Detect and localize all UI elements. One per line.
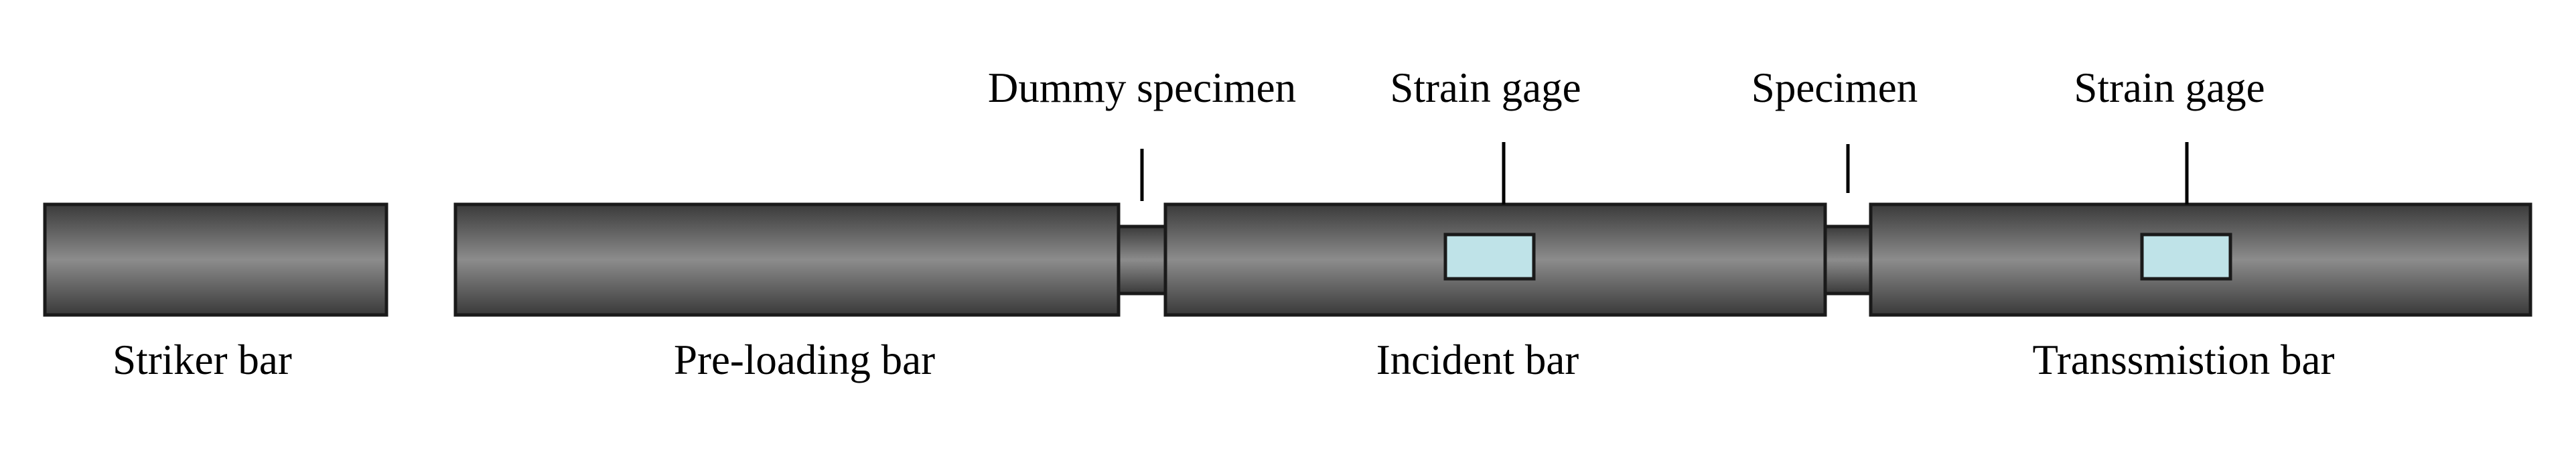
dummy-specimen-block: [1117, 224, 1167, 296]
specimen-block: [1823, 224, 1873, 296]
incident-bar-label: Incident bar: [1376, 336, 1579, 383]
dummy-specimen-label: Dummy specimen: [988, 64, 1296, 111]
preloading-bar-label: Pre-loading bar: [674, 336, 935, 383]
strain-gage-incident-label: Strain gage: [1390, 64, 1581, 111]
strain-gage-transmission-label: Strain gage: [2074, 64, 2265, 111]
striker-bar: [43, 202, 388, 317]
striker-bar-label: Striker bar: [113, 336, 292, 383]
preloading-bar: [453, 202, 1121, 317]
transmission-bar-label: Transsmistion bar: [2033, 336, 2335, 383]
strain-gage-transmission-patch: [2140, 233, 2232, 281]
specimen-label: Specimen: [1751, 64, 1918, 111]
strain-gage-incident-patch: [1443, 233, 1536, 281]
